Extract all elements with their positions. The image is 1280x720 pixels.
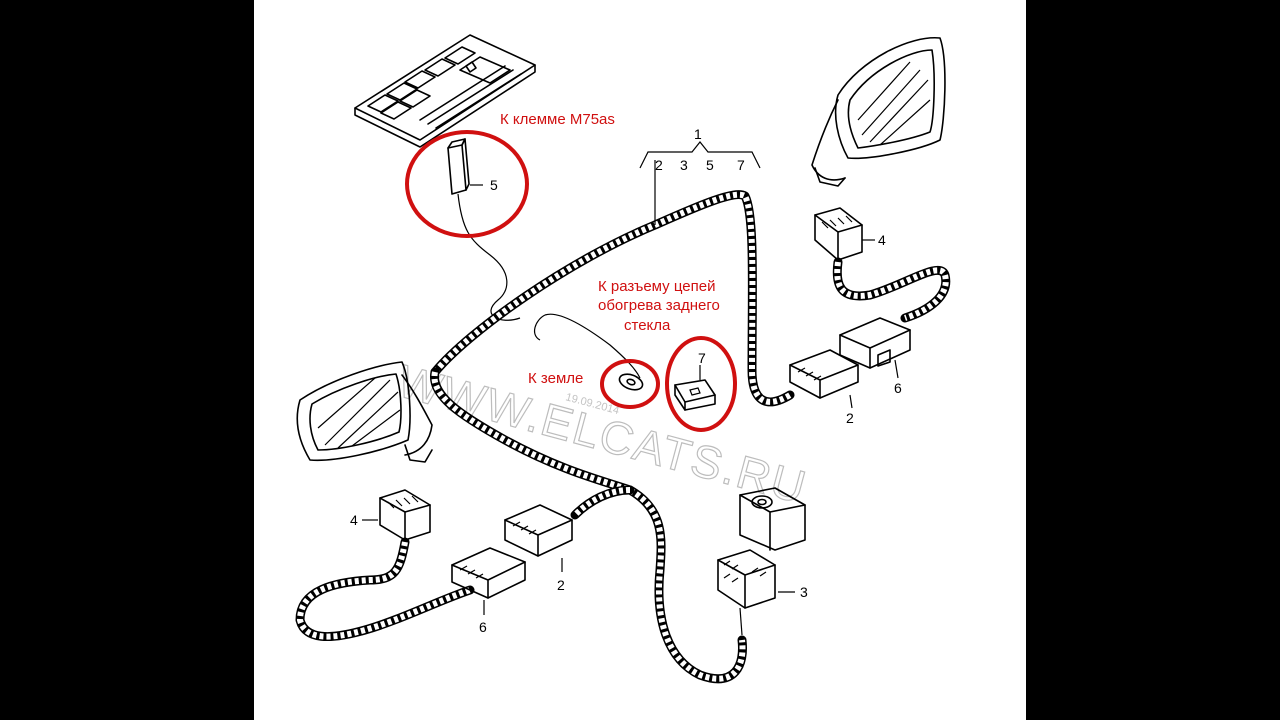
callout-6-left: 6 bbox=[479, 619, 487, 635]
callout-7: 7 bbox=[698, 350, 706, 366]
annotation-rear-window-2: обогрева заднего bbox=[598, 297, 720, 314]
connector-6-left: 6 bbox=[451, 547, 526, 635]
branch-3: 3 bbox=[680, 157, 688, 173]
rear-window-connector-7 bbox=[674, 365, 716, 411]
wiring-diagram-sheet bbox=[254, 0, 1026, 720]
right-mirror bbox=[811, 37, 946, 187]
control-unit bbox=[354, 34, 536, 148]
harness-callout: 1 2 3 5 7 bbox=[639, 126, 761, 225]
connector-2-left: 2 bbox=[504, 504, 573, 593]
callout-4-right: 4 bbox=[878, 232, 886, 248]
annotation-rear-window-3: стекла bbox=[624, 317, 671, 334]
diagnostic-socket bbox=[739, 487, 806, 551]
callout-3: 3 bbox=[800, 584, 808, 600]
highlight-ground-circle bbox=[600, 359, 660, 409]
connector-3: 3 bbox=[717, 549, 808, 636]
highlight-rear-window-circle bbox=[665, 336, 737, 432]
ground-lead bbox=[533, 313, 644, 391]
highlight-circles bbox=[405, 130, 737, 432]
callout-2-left: 2 bbox=[557, 577, 565, 593]
branch-2: 2 bbox=[655, 157, 663, 173]
callout-2-right: 2 bbox=[846, 410, 854, 426]
relay-5 bbox=[447, 138, 521, 321]
left-mirror bbox=[296, 361, 433, 463]
branch-7: 7 bbox=[737, 157, 745, 173]
callout-6-right: 6 bbox=[894, 380, 902, 396]
connector-2-right: 2 bbox=[789, 349, 859, 426]
callout-5: 5 bbox=[490, 177, 498, 193]
highlight-terminal-circle bbox=[405, 130, 529, 238]
annotation-ground: К земле bbox=[528, 370, 583, 387]
annotation-rear-window-1: К разъему цепей bbox=[598, 278, 715, 295]
branch-5: 5 bbox=[706, 157, 714, 173]
callout-1: 1 bbox=[694, 126, 702, 142]
callout-4-left: 4 bbox=[350, 512, 358, 528]
main-harness bbox=[430, 190, 795, 684]
connector-4-left: 4 bbox=[295, 489, 475, 642]
connector-4-right: 4 bbox=[814, 207, 951, 323]
annotation-terminal: К клемме M75as bbox=[500, 111, 615, 128]
